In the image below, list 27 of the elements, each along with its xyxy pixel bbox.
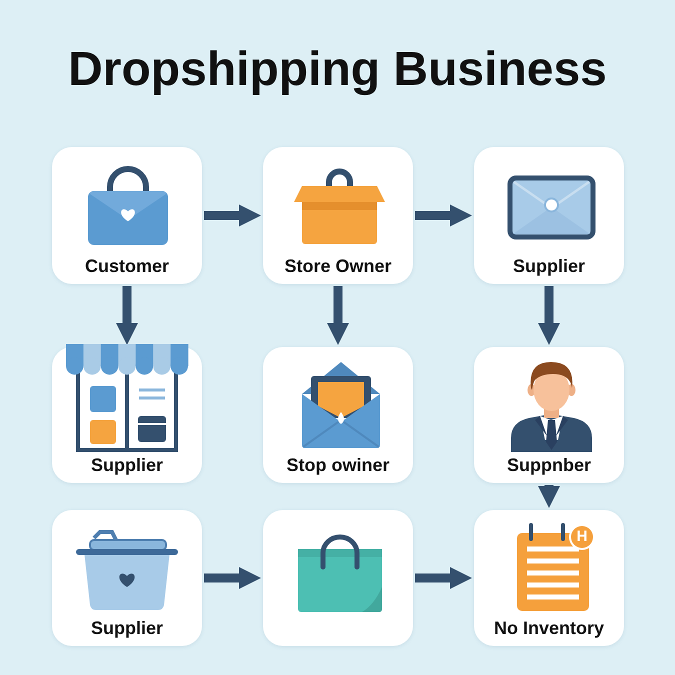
- process-card: [52, 510, 202, 646]
- process-card: [52, 147, 202, 284]
- process-card: [474, 510, 624, 646]
- arrow: [538, 286, 560, 345]
- arrow: [415, 567, 472, 589]
- letter-badge: H: [571, 526, 593, 548]
- arrow: [538, 485, 560, 508]
- node-label: Suppnber: [507, 455, 591, 475]
- node-label: Stop owiner: [286, 455, 390, 475]
- process-card: [474, 147, 624, 284]
- node-label: Supplier: [90, 455, 163, 475]
- process-card: [263, 347, 413, 483]
- title: Dropshipping Business: [68, 42, 607, 98]
- arrow: [116, 286, 138, 345]
- node-label: Supplier: [512, 256, 585, 276]
- process-card: [263, 510, 413, 646]
- arrow: [204, 204, 261, 226]
- process-card: [474, 347, 624, 483]
- arrow: [327, 286, 349, 345]
- node-label: No Inventory: [494, 618, 604, 638]
- node-label: Supplier: [90, 618, 163, 638]
- process-card: [263, 147, 413, 284]
- node-label: Store Owner: [284, 256, 392, 276]
- process-card: [52, 347, 202, 483]
- arrow: [204, 567, 261, 589]
- node-label: Customer: [84, 256, 169, 276]
- arrow: [415, 204, 472, 226]
